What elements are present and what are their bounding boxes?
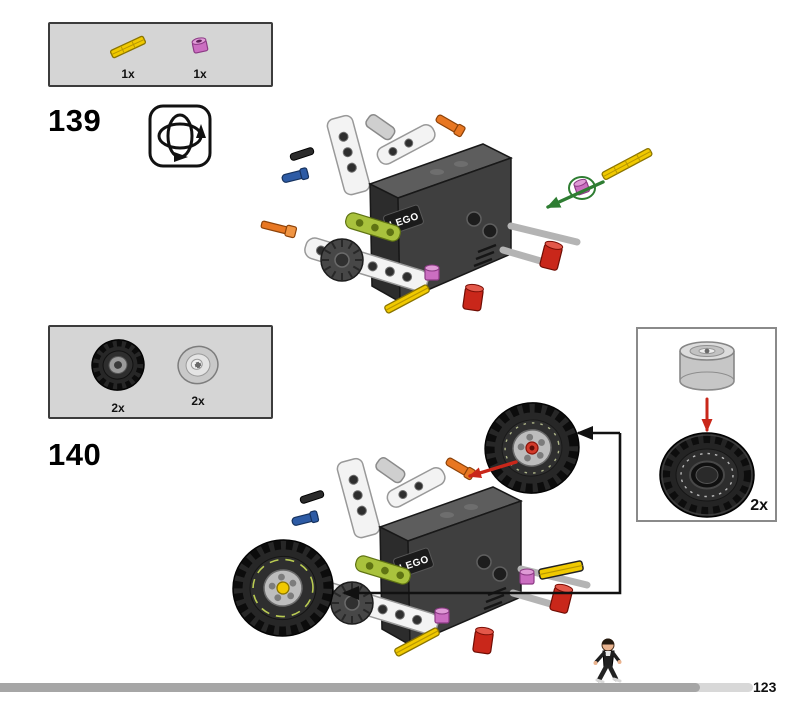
tractor-tire-part xyxy=(659,432,755,518)
axle-2-yellow-icon xyxy=(110,35,146,59)
part-item: 2x xyxy=(88,336,148,415)
assembly-step-139 xyxy=(245,92,653,332)
progress-bar-fill xyxy=(0,683,701,692)
black-callout-arrow-bottom xyxy=(342,433,622,600)
part-item: 1x xyxy=(106,32,150,81)
assembly-step-140 xyxy=(232,402,622,688)
bushing-magenta-icon xyxy=(191,37,209,54)
wheel-hub-icon xyxy=(177,345,219,385)
wheel-hub-part xyxy=(679,341,735,391)
wheel-left xyxy=(232,539,334,637)
new-part-yellow-axle xyxy=(601,148,653,180)
wheel-top-right xyxy=(484,402,580,494)
part-item: 1x xyxy=(180,32,220,81)
yellow-axle-right xyxy=(538,560,584,580)
part-count: 2x xyxy=(191,394,205,408)
step-number: 140 xyxy=(48,437,102,472)
parts-box-step-139: 1x 1x xyxy=(48,22,273,87)
magenta-bushing xyxy=(519,568,535,585)
part-count: 1x xyxy=(121,67,135,81)
minifigure xyxy=(593,638,622,684)
part-item: 2x xyxy=(174,343,222,408)
callout-diagram xyxy=(659,341,755,518)
part-count: 2x xyxy=(111,401,125,415)
rotate-model-icon xyxy=(148,104,212,168)
callout-count: 2x xyxy=(750,497,768,514)
tractor-tire-icon xyxy=(91,339,145,391)
step-number: 139 xyxy=(48,103,102,138)
red-insert-arrow xyxy=(468,460,518,479)
green-insert-arrow xyxy=(546,180,605,209)
progress-bar xyxy=(0,683,753,692)
page-number: 123 xyxy=(753,679,777,695)
parts-box-step-140: 2x 2x xyxy=(48,325,273,419)
part-count: 1x xyxy=(193,67,207,81)
wheel-assembly-callout: 2x xyxy=(636,327,777,522)
